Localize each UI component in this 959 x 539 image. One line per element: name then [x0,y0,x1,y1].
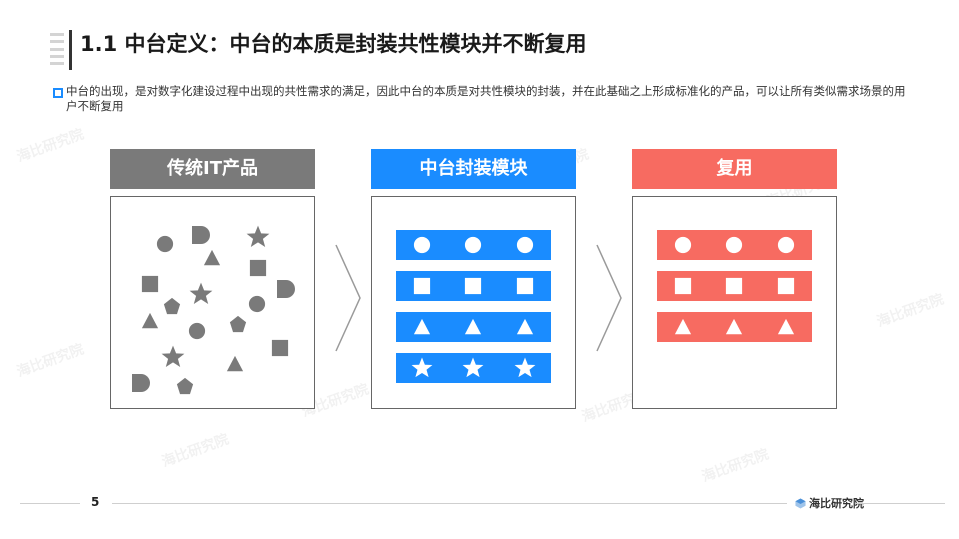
star-icon [189,282,213,306]
star-icon [462,357,484,379]
chevron-right-icon [335,244,361,352]
triangle-icon [203,249,221,267]
circle-icon [188,322,206,340]
page-title: 1.1 中台定义：中台的本质是封装共性模块并不断复用 [80,32,587,56]
half-circle-icon [276,279,296,299]
title-decoration [50,33,64,65]
footer-line [20,503,80,504]
triangle-icon [464,318,482,336]
module-row [657,230,812,260]
square-icon [413,277,431,295]
intro-text: 中台的出现，是对数字化建设过程中出现的共性需求的满足，因此中台的本质是对共性模块… [66,84,906,113]
half-circle-icon [131,373,151,393]
star-icon [514,357,536,379]
triangle-icon [674,318,692,336]
square-icon [249,259,267,277]
circle-icon [725,236,743,254]
module-row [657,271,812,301]
square-icon [674,277,692,295]
middle-platform-box [371,196,576,409]
star-icon [246,225,270,249]
heading-reuse: 复用 [632,149,837,189]
footer-logo: 海比研究院 [795,495,864,511]
watermark: 海比研究院 [14,126,86,166]
traditional-it-box [110,196,315,409]
watermark: 海比研究院 [14,341,86,381]
module-row [657,312,812,342]
pentagon-icon [176,377,194,395]
heading-middle-platform: 中台封装模块 [371,149,576,189]
circle-icon [413,236,431,254]
square-icon [516,277,534,295]
circle-icon [516,236,534,254]
pentagon-icon [163,297,181,315]
title-divider [69,30,72,70]
footer-line [112,503,787,504]
triangle-icon [725,318,743,336]
triangle-icon [777,318,795,336]
square-icon [141,275,159,293]
module-row [396,271,551,301]
chevron-right-icon [596,244,622,352]
watermark: 海比研究院 [874,291,946,331]
pentagon-icon [229,315,247,333]
module-row [396,230,551,260]
heading-traditional-it: 传统IT产品 [110,149,315,189]
triangle-icon [413,318,431,336]
page-number: 5 [91,495,100,509]
square-icon [725,277,743,295]
star-icon [161,345,185,369]
triangle-icon [141,312,159,330]
logo-cube-icon [795,497,806,509]
watermark: 海比研究院 [159,431,231,471]
triangle-icon [226,355,244,373]
module-row [396,312,551,342]
square-icon [464,277,482,295]
half-circle-icon [191,225,211,245]
triangle-icon [516,318,534,336]
circle-icon [464,236,482,254]
circle-icon [248,295,266,313]
footer-line [855,503,945,504]
bullet-icon [53,88,63,98]
square-icon [777,277,795,295]
watermark: 海比研究院 [699,446,771,486]
circle-icon [777,236,795,254]
circle-icon [674,236,692,254]
star-icon [411,357,433,379]
circle-icon [156,235,174,253]
reuse-box [632,196,837,409]
module-row [396,353,551,383]
footer-logo-text: 海比研究院 [809,497,864,510]
square-icon [271,339,289,357]
